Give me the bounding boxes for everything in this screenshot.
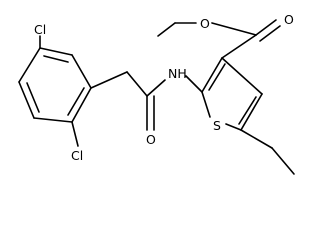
bond bbox=[18, 81, 35, 119]
bond-ch2-ch3 bbox=[271, 147, 295, 175]
bond bbox=[18, 47, 41, 83]
atom-o-amide: O bbox=[146, 132, 156, 147]
bond-ring-ch2 bbox=[90, 71, 128, 89]
bond bbox=[201, 91, 211, 118]
bond bbox=[71, 87, 92, 123]
bond bbox=[240, 93, 263, 131]
bond bbox=[225, 123, 242, 131]
bond-ring-ester-c bbox=[221, 34, 257, 59]
bond-ch2-carbonyl bbox=[126, 71, 148, 97]
double-bond-inner bbox=[238, 96, 257, 125]
bond-c-cl-bottom bbox=[71, 121, 79, 147]
atom-o-ester-carbonyl: O bbox=[284, 12, 294, 27]
atom-cl-bottom: Cl bbox=[71, 148, 83, 163]
molecule-diagram: Cl Cl NH O O O S bbox=[18, 12, 295, 175]
bond bbox=[221, 57, 263, 95]
double-bond-inner bbox=[43, 55, 69, 63]
bond-ester-c-o bbox=[255, 19, 277, 36]
bond-carbonyl-n bbox=[146, 79, 166, 97]
bond bbox=[201, 57, 223, 93]
bond bbox=[39, 47, 73, 56]
bond-n-thiophene bbox=[185, 75, 203, 93]
bond-ring-ch2 bbox=[240, 129, 273, 149]
double-bond-inner bbox=[208, 63, 226, 91]
thiophene-ring bbox=[201, 57, 263, 131]
atom-nh: NH bbox=[168, 66, 187, 81]
atom-cl-top: Cl bbox=[34, 22, 46, 37]
double-bond-inner bbox=[26, 82, 40, 113]
bond-ester-c-oether bbox=[211, 22, 257, 36]
dichlorophenyl-ring bbox=[18, 47, 92, 123]
bond bbox=[33, 117, 73, 123]
atom-s-ring: S bbox=[213, 118, 221, 133]
bond-ch2-ch3 bbox=[157, 22, 176, 37]
atom-o-ester-ether: O bbox=[200, 16, 210, 31]
bond-ester-c-o-double bbox=[259, 25, 281, 42]
double-bond-inner bbox=[67, 87, 85, 116]
bond bbox=[71, 54, 92, 89]
